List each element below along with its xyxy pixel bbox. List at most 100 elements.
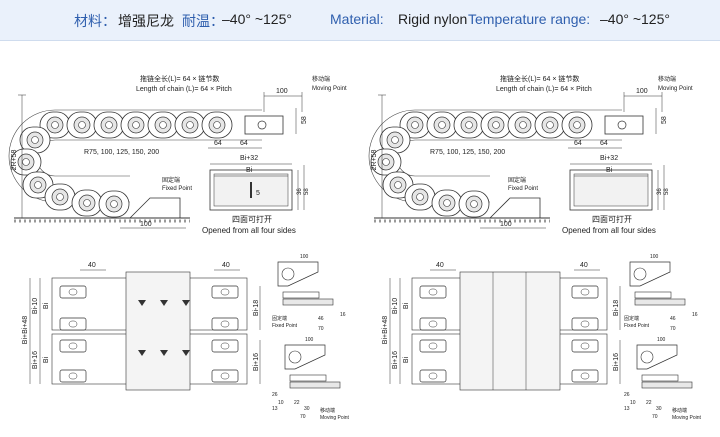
moving-end-en: Moving Point xyxy=(320,415,350,421)
dim-bi: Bi xyxy=(606,167,613,174)
cn-temp-value: –40° ~125° xyxy=(222,11,292,27)
dim-bibi48: Bi+Bi+48 xyxy=(22,316,29,345)
en-temp-label: Temperature range: xyxy=(468,11,591,27)
moving-end-cn: 移动端 xyxy=(312,75,330,83)
dim-40: 40 xyxy=(580,262,588,269)
dim-64: 64 xyxy=(214,140,222,147)
fixed-end-cn: 固定端 xyxy=(624,315,639,322)
dim-bi10: Bi-10 xyxy=(392,298,399,314)
drag-chain-drawing: 2R+58 拖链全长(L)= 64 × 链节数 Length of chain … xyxy=(0,74,702,421)
fixed-end-cn: 固定端 xyxy=(508,176,526,184)
en-temp-value: –40° ~125° xyxy=(600,11,670,27)
dim-40: 40 xyxy=(88,262,96,269)
dim-bi: Bi xyxy=(246,167,253,174)
dim-30: 30 xyxy=(304,406,310,412)
moving-end-en: Moving Point xyxy=(672,415,702,421)
dim-10: 10 xyxy=(630,400,636,406)
opened-cn: 四面可打开 xyxy=(592,214,632,224)
dim-70: 70 xyxy=(652,414,658,420)
dim-2r58: 2R+58 xyxy=(11,149,18,170)
dim-70: 70 xyxy=(300,414,306,420)
dim-bi16: Bi+16 xyxy=(613,353,620,371)
dim-22: 22 xyxy=(294,400,300,406)
fixed-end-cn: 固定端 xyxy=(272,315,287,322)
dim-30: 30 xyxy=(656,406,662,412)
left-side-view: 2R+58 拖链全长(L)= 64 × 链节数 Length of chain … xyxy=(9,74,347,229)
fixed-end-en: Fixed Point xyxy=(272,323,298,329)
dim-40: 40 xyxy=(436,262,444,269)
dim-36: 36 xyxy=(657,188,663,195)
dim-58: 58 xyxy=(304,188,310,195)
dim-13: 13 xyxy=(272,406,278,412)
cn-temp-label: 耐温： xyxy=(182,13,224,29)
moving-end-en: Moving Point xyxy=(658,86,693,92)
dim-100: 100 xyxy=(650,254,659,260)
dim-58: 58 xyxy=(664,188,670,195)
dim-64: 64 xyxy=(240,140,248,147)
fixed-end-cn: 固定端 xyxy=(162,176,180,184)
right-cross-section: Bi+32 Bi 36 58 四面可打开 Opened from all fou… xyxy=(562,155,670,235)
dim-13: 13 xyxy=(624,406,630,412)
dim-46: 46 xyxy=(670,316,676,322)
dim-bi10: Bi-10 xyxy=(32,298,39,314)
dim-100: 100 xyxy=(276,88,288,95)
dim-bi: Bi xyxy=(43,302,50,309)
dim-bi: Bi xyxy=(43,356,50,363)
en-material-value: Rigid nylon xyxy=(398,11,468,27)
opened-cn: 四面可打开 xyxy=(232,214,272,224)
en-material-label: Material: xyxy=(330,11,384,27)
dim-16: 16 xyxy=(692,312,698,318)
dim-bi: Bi xyxy=(403,356,410,363)
dim-22: 22 xyxy=(646,400,652,406)
dim-bi16: Bi+16 xyxy=(253,353,260,371)
fixed-end-en: Fixed Point xyxy=(508,186,538,192)
moving-end-en: Moving Point xyxy=(312,86,347,92)
radius-list: R75, 100, 125, 150, 200 xyxy=(430,149,505,156)
fixed-end-en: Fixed Point xyxy=(624,323,650,329)
left-end-brackets: 100 固定端 Fixed Point 46 70 16 100 10 22 3… xyxy=(272,254,350,421)
left-cross-section: Bi+32 Bi 5 36 58 四面可打开 Opened from all f… xyxy=(202,155,310,235)
fixed-end-en: Fixed Point xyxy=(162,186,192,192)
left-top-view: 40 40 Bi+Bi+48 Bi-10 Bi Bi+16 Bi Bi-18 B… xyxy=(22,262,261,391)
dim-16: 16 xyxy=(340,312,346,318)
dim-100: 100 xyxy=(657,337,666,343)
dim-58: 58 xyxy=(301,116,308,124)
dim-bi16: Bi+16 xyxy=(392,351,399,369)
opened-en: Opened from all four sides xyxy=(202,226,296,235)
spec-banner: 材料： 增强尼龙 耐温： –40° ~125° Material: Rigid … xyxy=(0,0,720,41)
dim-70: 70 xyxy=(318,326,324,332)
dim-100: 100 xyxy=(140,221,152,228)
dim-bi32: Bi+32 xyxy=(240,155,258,162)
dim-10: 10 xyxy=(278,400,284,406)
right-side-view: 2R+58 拖链全长(L)= 64 × 链节数 Length of chain … xyxy=(369,74,693,229)
cn-material-label: 材料： xyxy=(74,13,116,29)
right-top-view: 40 40 Bi+Bi+48 Bi-10 Bi Bi+16 Bi Bi-18 B… xyxy=(382,262,621,391)
moving-end-cn: 移动端 xyxy=(658,75,676,83)
dim-26: 26 xyxy=(624,392,630,398)
dim-bi16: Bi+16 xyxy=(32,351,39,369)
dim-bi18: Bi-18 xyxy=(253,300,260,316)
moving-end-cn: 移动端 xyxy=(672,407,687,414)
dim-100: 100 xyxy=(636,88,648,95)
moving-end-cn: 移动端 xyxy=(320,407,335,414)
dim-36: 36 xyxy=(297,188,303,195)
right-end-brackets: 100 固定端 Fixed Point 46 70 16 100 10 22 3… xyxy=(624,254,702,421)
dim-bi32: Bi+32 xyxy=(600,155,618,162)
dim-bibi48: Bi+Bi+48 xyxy=(382,316,389,345)
chain-length-en: Length of chain (L)= 64 × Pitch xyxy=(496,86,592,93)
dim-58: 58 xyxy=(661,116,668,124)
dim-5: 5 xyxy=(256,190,260,197)
dim-70: 70 xyxy=(670,326,676,332)
chain-length-cn: 拖链全长(L)= 64 × 链节数 xyxy=(500,74,579,83)
dim-2r58: 2R+58 xyxy=(371,149,378,170)
dim-bi: Bi xyxy=(403,302,410,309)
dim-64: 64 xyxy=(574,140,582,147)
dim-64: 64 xyxy=(600,140,608,147)
dim-46: 46 xyxy=(318,316,324,322)
dim-100: 100 xyxy=(305,337,314,343)
opened-en: Opened from all four sides xyxy=(562,226,656,235)
dim-100: 100 xyxy=(300,254,309,260)
dim-100: 100 xyxy=(500,221,512,228)
radius-list: R75, 100, 125, 150, 200 xyxy=(84,149,159,156)
chain-length-en: Length of chain (L)= 64 × Pitch xyxy=(136,86,232,93)
